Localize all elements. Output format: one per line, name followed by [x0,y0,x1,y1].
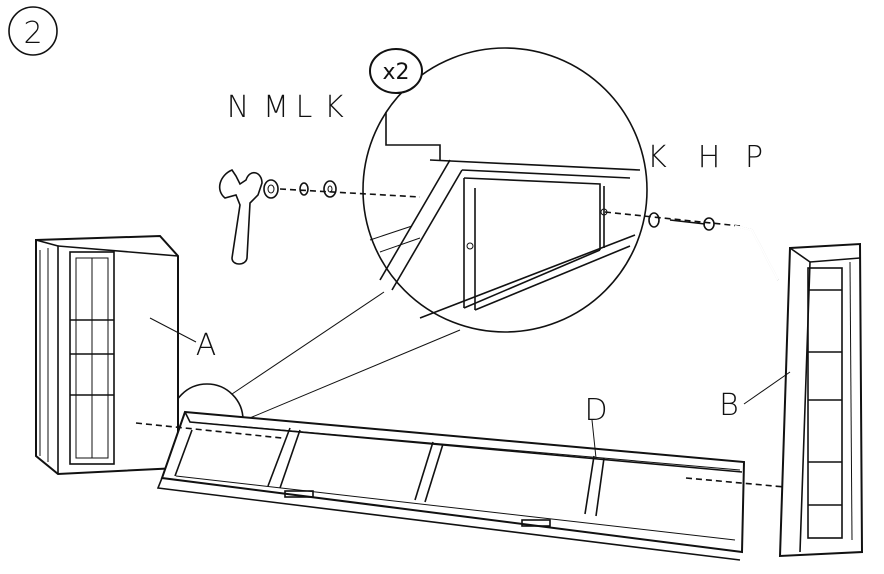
wrench-icon [218,169,263,265]
label-K-left: K [324,90,344,125]
quantity-label: x2 [382,60,409,85]
label-L: L [296,90,313,125]
label-D: D [584,393,607,428]
label-P: P [745,140,763,175]
spring-washer-icon [299,182,309,196]
panel-B [743,242,864,558]
label-A: A [196,328,217,363]
hardware-left [218,169,421,265]
nut-icon [263,179,279,199]
step-badge: 2 [8,6,58,56]
label-B: B [719,388,739,423]
hardware-labels: N M L K K H P [227,90,763,175]
allen-key-icon [734,225,779,281]
washer-icon [648,212,660,228]
panel-D [156,410,746,561]
label-N: N [227,90,249,125]
label-H: H [698,140,721,175]
part-labels: A B D [196,328,739,428]
hardware-right [604,211,779,281]
magnified-frame [369,112,641,319]
label-K-right: K [647,140,667,175]
panel-A [35,234,197,476]
washer-icon [323,180,337,198]
label-M: M [263,90,289,125]
quantity-badge: x2 [369,48,423,94]
bolt-icon [669,217,715,231]
step-number: 2 [23,16,42,51]
